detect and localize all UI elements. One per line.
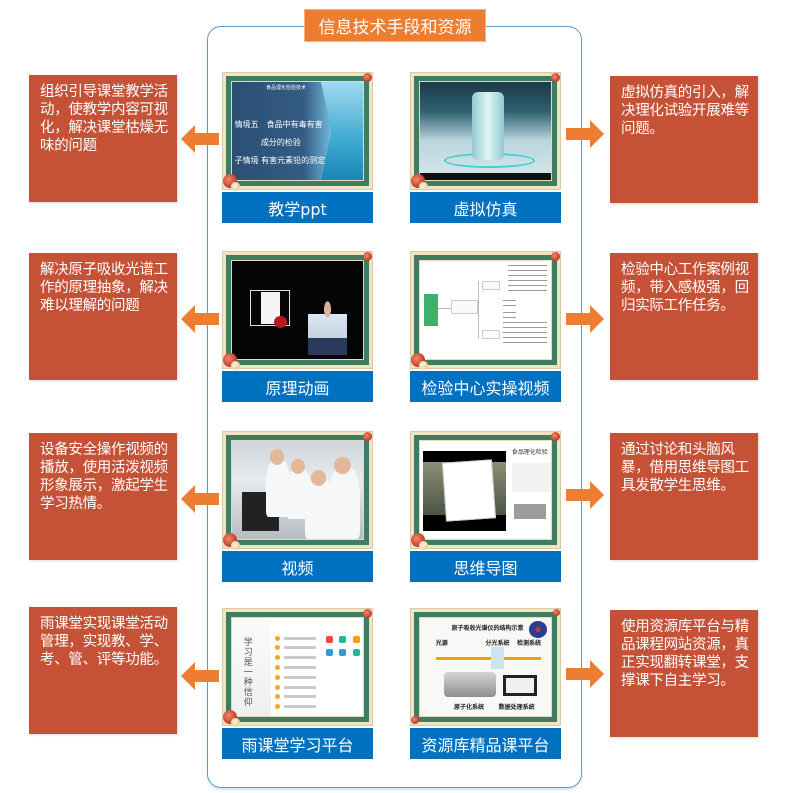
resource-label-animation[interactable]: 原理动画 <box>222 371 373 402</box>
resource-label-video[interactable]: 视频 <box>222 551 373 582</box>
resource-library-thumbnail: 原子吸收光谱仪的结构示意 光源 分光系统 检测系统 原子化系统 数据处理系统 <box>410 608 561 726</box>
resource-label-lab-video[interactable]: 检验中心实操视频 <box>410 371 561 402</box>
ppt-thumbnail: 食品理化检验技术 情境五 食品中有毒有害 成分的检验 子情境 有害元素铅的测定 <box>222 72 373 191</box>
ppt-line-2: 成分的检验 <box>260 137 301 147</box>
mindmap-screen-title: 食品理化检验 <box>511 448 548 456</box>
flower-ornament-icon <box>419 182 428 191</box>
arrow-left-icon <box>181 125 219 153</box>
resource-label-mindmap[interactable]: 思维导图 <box>410 551 561 582</box>
video-thumbnail <box>222 431 373 550</box>
flower-ornament-icon <box>551 432 560 441</box>
resource-card-rain-classroom[interactable]: 学习是一种信仰 雨课堂学习平台 <box>222 608 373 759</box>
resource-label-resource-library[interactable]: 资源库精品课平台 <box>410 728 561 759</box>
arrow-right-icon <box>566 660 604 688</box>
resource-label-ppt[interactable]: 教学ppt <box>222 192 373 223</box>
description-lab-video: 检验中心工作案例视频，带入感极强，回归实际工作任务。 <box>610 253 758 380</box>
flower-ornament-icon <box>363 432 372 441</box>
resource-card-ppt[interactable]: 食品理化检验技术 情境五 食品中有毒有害 成分的检验 子情境 有害元素铅的测定 … <box>222 72 373 223</box>
resource-label-simulation[interactable]: 虚拟仿真 <box>410 192 561 223</box>
rain-classroom-thumbnail: 学习是一种信仰 <box>222 608 373 727</box>
description-rain-classroom: 雨课堂实现课堂活动管理，实现教、学、考、管、评等功能。 <box>29 607 177 734</box>
flower-ornament-icon <box>231 718 240 727</box>
resource-label-rain-classroom[interactable]: 雨课堂学习平台 <box>222 728 373 759</box>
ppt-course-title: 食品理化检验技术 <box>266 84 307 91</box>
aas-label-atomizer: 原子化系统 <box>454 704 485 712</box>
flower-ornament-icon <box>551 73 560 82</box>
description-mindmap: 通过讨论和头脑风暴，借用思维导图工具发散学生思维。 <box>610 433 758 560</box>
aas-diagram-title: 原子吸收光谱仪的结构示意 <box>451 624 524 632</box>
description-ppt: 组织引导课堂教学活动，使教学内容可视化，解决课堂枯燥无味的问题 <box>29 75 177 202</box>
flower-ornament-icon <box>231 361 240 370</box>
flower-ornament-icon <box>419 541 428 550</box>
flower-ornament-icon <box>411 716 419 724</box>
resource-card-animation[interactable]: 原理动画 <box>222 251 373 402</box>
rain-slogan: 学习是一种信仰 <box>243 637 253 708</box>
resource-card-video[interactable]: 视频 <box>222 431 373 582</box>
aas-label-data-processing: 数据处理系统 <box>498 704 535 712</box>
resource-card-simulation[interactable]: 虚拟仿真 <box>410 72 561 223</box>
ppt-line-3: 子情境 有害元素铅的测定 <box>234 155 326 165</box>
arrow-right-icon <box>566 481 604 509</box>
description-resource-library: 使用资源库平台与精品课程网站资源，真正实现翻转课堂，支撑课下自主学习。 <box>610 610 758 737</box>
aas-label-monochromator: 分光系统 <box>485 639 510 647</box>
aas-label-light-source: 光源 <box>435 639 448 647</box>
description-animation: 解决原子吸收光谱工作的原理抽象，解决难以理解的问题 <box>29 253 177 380</box>
resource-card-resource-library[interactable]: 原子吸收光谱仪的结构示意 光源 分光系统 检测系统 原子化系统 数据处理系统 资… <box>410 608 561 759</box>
flower-ornament-icon <box>363 252 372 261</box>
flower-ornament-icon <box>231 541 240 550</box>
arrow-left-icon <box>181 662 219 690</box>
flower-ornament-icon <box>419 361 428 370</box>
arrow-left-icon <box>181 305 219 333</box>
ppt-line-1: 情境五 食品中有毒有害 <box>234 120 323 130</box>
arrow-right-icon <box>566 305 604 333</box>
flower-ornament-icon <box>363 609 372 618</box>
description-simulation: 虚拟仿真的引入，解决理化试验开展难等问题。 <box>610 76 758 203</box>
simulation-thumbnail <box>410 72 561 191</box>
arrow-right-icon <box>566 120 604 148</box>
arrow-left-icon <box>181 485 219 513</box>
description-video: 设备安全操作视频的播放，使用活泼视频形象展示，激起学生学习热情。 <box>29 433 177 560</box>
flower-ornament-icon <box>363 73 372 82</box>
resource-card-mindmap[interactable]: 食品理化检验 思维导图 <box>410 431 561 582</box>
lab-video-thumbnail <box>410 251 561 370</box>
animation-thumbnail <box>222 251 373 370</box>
aas-label-detector: 检测系统 <box>516 639 541 647</box>
diagram-title: 信息技术手段和资源 <box>304 9 486 42</box>
flower-ornament-icon <box>231 182 240 191</box>
resource-card-lab-video[interactable]: 检验中心实操视频 <box>410 251 561 402</box>
mindmap-thumbnail: 食品理化检验 <box>410 431 561 550</box>
flower-ornament-icon <box>551 252 560 261</box>
flower-ornament-icon <box>553 609 560 616</box>
